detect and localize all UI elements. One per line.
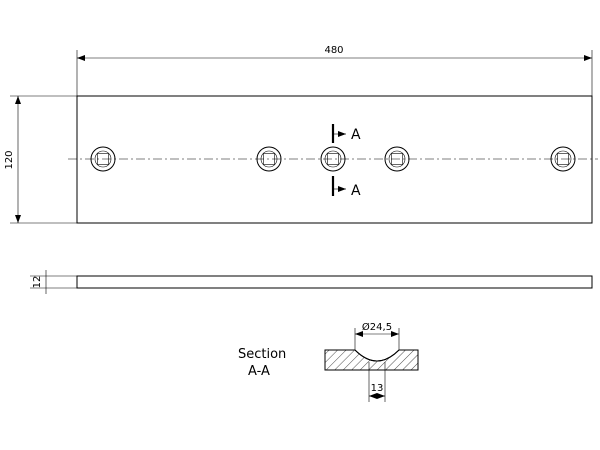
section-countersink: [354, 349, 400, 362]
hole-5: [550, 146, 576, 172]
top-view: 480 120: [4, 45, 598, 224]
side-view: 12: [30, 270, 593, 294]
section-title-line1: Section: [238, 347, 286, 362]
section-marker-top-label: A: [351, 127, 361, 143]
hole-4: [384, 146, 410, 172]
hole-3: [320, 146, 346, 172]
section-cut-marker: A A: [331, 124, 361, 199]
hole-2: [256, 146, 282, 172]
height-dimension-label: 120: [4, 150, 15, 169]
section-marker-bottom-label: A: [351, 183, 361, 199]
hole-1: [90, 146, 116, 172]
plate-side-outline: [76, 275, 593, 289]
groove-dimension-label: 13: [371, 383, 384, 394]
diameter-dimension-label: Ø24,5: [362, 321, 392, 333]
section-title-line2: A-A: [248, 364, 270, 379]
width-dimension-label: 480: [324, 45, 343, 56]
section-view: Section A-A Ø24,5 13: [238, 321, 419, 402]
plate-outline: [76, 95, 593, 224]
thickness-dimension-label: 12: [32, 276, 43, 289]
